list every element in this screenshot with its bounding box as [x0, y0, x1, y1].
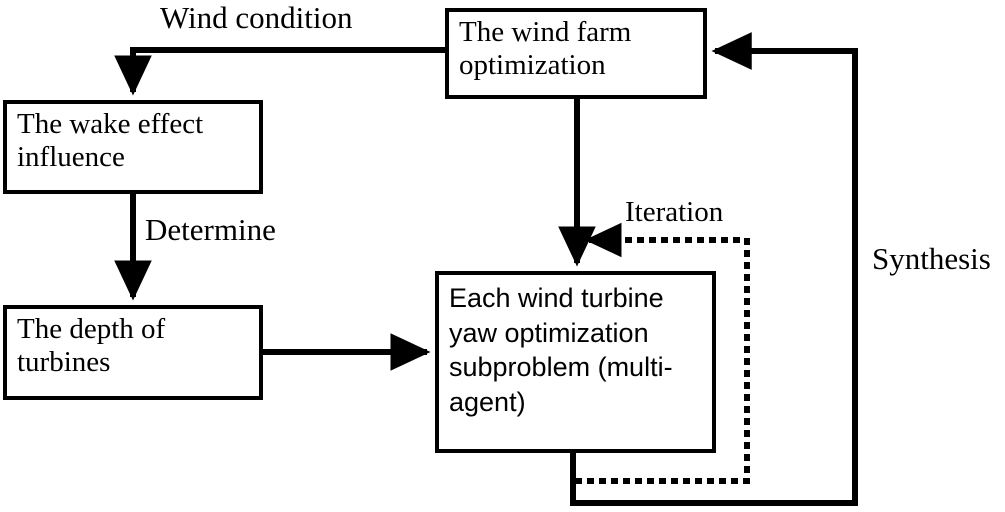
edge-label-determine: Determine: [145, 212, 276, 247]
node-label-yaw-optimization-subproblem: Each wind turbine yaw optimization subpr…: [449, 283, 673, 417]
node-yaw-optimization-subproblem[interactable]: Each wind turbine yaw optimization subpr…: [435, 271, 716, 453]
node-wake-effect-influence[interactable]: The wake effect influence: [3, 100, 263, 194]
connector-synthesis: [570, 32, 858, 506]
connector-wind-condition: [114, 47, 445, 96]
node-label-wake-effect-influence: The wake effect influence: [17, 108, 204, 174]
node-wind-farm-optimization[interactable]: The wind farm optimization: [445, 8, 707, 99]
connector-iteration-feedback: [575, 222, 750, 484]
node-label-depth-of-turbines: The depth of turbines: [17, 313, 166, 379]
edge-label-wind-condition: Wind condition: [160, 0, 353, 35]
node-depth-of-turbines[interactable]: The depth of turbines: [3, 305, 263, 400]
edge-label-iteration: Iteration: [625, 196, 724, 228]
edge-label-synthesis: Synthesis: [872, 241, 991, 276]
node-label-wind-farm-optimization: The wind farm optimization: [459, 16, 632, 82]
